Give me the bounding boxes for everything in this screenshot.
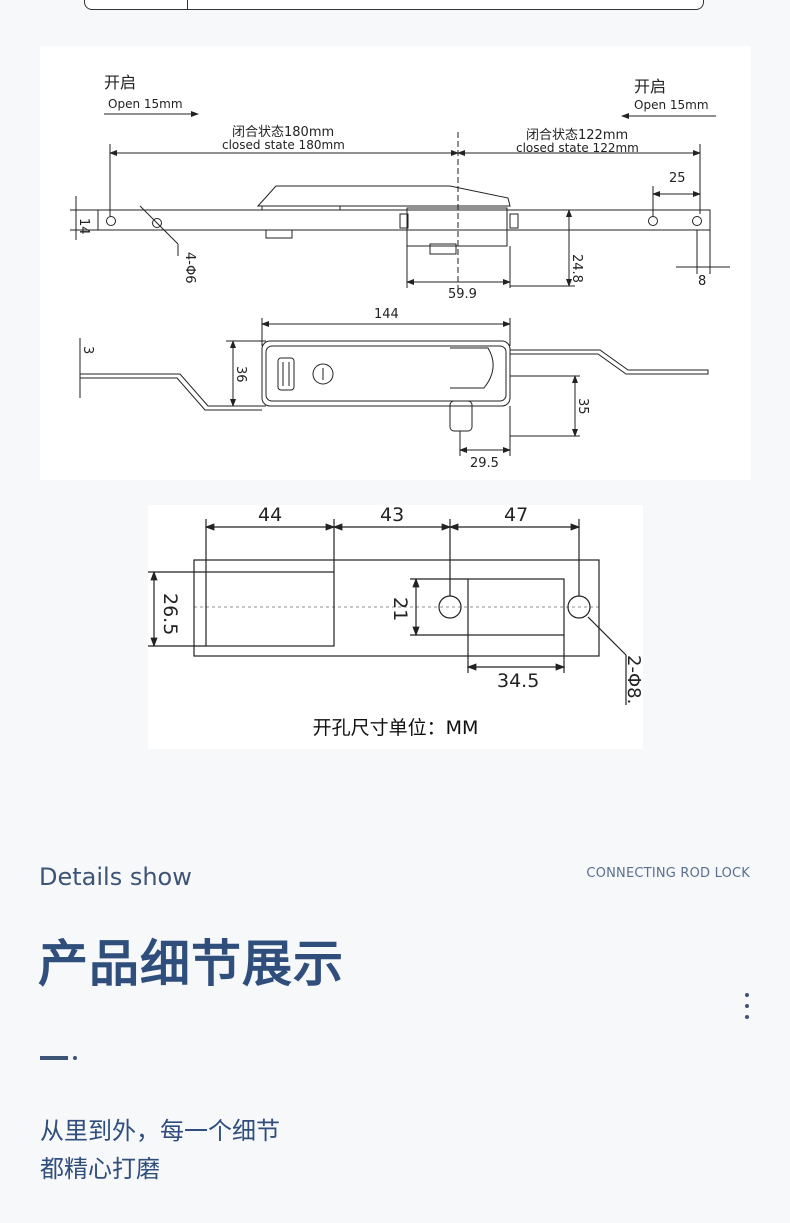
open-left-cn: 开启 — [104, 73, 136, 92]
open-left-en: Open 15mm — [108, 97, 183, 111]
dim-43: 43 — [380, 505, 404, 526]
lock-dimension-drawing: 开启 Open 15mm 开启 Open 15mm 闭合状态180mm clos… — [70, 73, 730, 471]
product-tag: CONNECTING ROD LOCK — [586, 866, 750, 881]
dim-29-5: 29.5 — [470, 456, 499, 471]
dim-59-9: 59.9 — [448, 287, 477, 302]
dim-2-holes: 2-Φ8.5 — [623, 655, 643, 705]
dim-144: 144 — [374, 307, 399, 322]
dim-21: 21 — [389, 597, 411, 621]
section-description: 从里到外，每一个细节 都精心打磨 — [40, 1112, 280, 1188]
cutout-drawing-panel: 44 43 47 26.5 21 34.5 2-Φ8.5 开孔尺寸单位：MM — [148, 505, 643, 749]
divider-dash — [40, 1056, 68, 1060]
dim-36: 36 — [233, 366, 248, 383]
dim-34-5: 34.5 — [497, 670, 539, 692]
dim-26-5: 26.5 — [159, 593, 181, 635]
dim-4-holes: 4-Φ6 — [182, 252, 197, 283]
spec-table-bottom — [84, 0, 704, 10]
dim-3: 3 — [80, 346, 95, 354]
dim-14: 14 — [76, 218, 91, 235]
section-title-en: Details show — [39, 863, 192, 891]
dim-24-8: 24.8 — [569, 254, 584, 283]
dim-44: 44 — [258, 505, 282, 526]
section-title-cn: 产品细节展示 — [38, 935, 344, 993]
closed-left-en: closed state 180mm — [222, 138, 345, 152]
description-line-2: 都精心打磨 — [40, 1155, 160, 1183]
closed-right-cn: 闭合状态122mm — [526, 128, 628, 143]
closed-right-en: closed state 122mm — [516, 141, 639, 155]
open-right-en: Open 15mm — [634, 98, 709, 112]
more-dots-icon — [745, 993, 750, 1026]
divider-dot — [73, 1056, 77, 1060]
closed-left-cn: 闭合状态180mm — [232, 125, 334, 140]
technical-drawing-panel: 开启 Open 15mm 开启 Open 15mm 闭合状态180mm clos… — [40, 46, 751, 480]
description-line-1: 从里到外，每一个细节 — [40, 1117, 280, 1145]
dim-8: 8 — [698, 274, 706, 289]
cutout-unit-caption: 开孔尺寸单位：MM — [312, 717, 479, 739]
dim-35: 35 — [575, 398, 590, 415]
dim-25: 25 — [669, 171, 686, 186]
open-right-cn: 开启 — [634, 77, 666, 96]
dim-47: 47 — [504, 505, 528, 526]
cutout-dimension-drawing: 44 43 47 26.5 21 34.5 2-Φ8.5 — [148, 505, 643, 705]
